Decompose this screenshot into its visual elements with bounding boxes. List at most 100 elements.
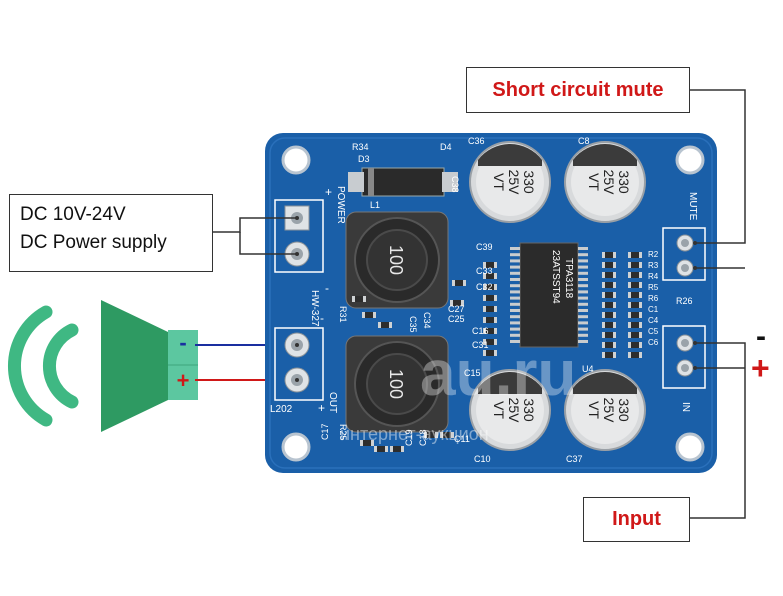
smd-part <box>602 252 616 258</box>
mounting-hole <box>675 432 705 462</box>
chip-pin <box>578 278 588 281</box>
smd-part <box>440 432 454 438</box>
smd-part <box>483 295 497 301</box>
chip-pin <box>510 259 520 263</box>
speaker-icon <box>101 300 198 432</box>
in-label: IN <box>680 402 691 412</box>
capacitor-marking-line: 25V <box>506 170 522 196</box>
capacitor-c8 <box>564 141 646 223</box>
r-label: C5 <box>648 327 659 336</box>
chip-pin <box>510 340 520 343</box>
r-label: R3 <box>648 261 659 270</box>
c19-label: C19 <box>404 429 414 446</box>
chip-pin <box>578 284 588 288</box>
chip-pin <box>510 278 520 281</box>
mute-label: MUTE <box>687 192 698 221</box>
smd-part <box>628 322 642 328</box>
capacitor-marking-line: 330 <box>616 170 632 194</box>
smd-part <box>628 262 642 268</box>
c32-label: C32 <box>476 282 493 292</box>
capacitor-marking-line: VT <box>586 173 602 191</box>
d3-label: D3 <box>358 154 370 164</box>
capacitor-marking-line: VT <box>586 401 602 419</box>
l2-label: L202 <box>270 404 293 415</box>
inductor-top-marking: 100 <box>386 245 406 275</box>
power-minus-label: - <box>325 281 329 295</box>
smd-part <box>374 446 388 452</box>
short-circuit-mute-text: Short circuit mute <box>492 79 664 101</box>
c27-label: C27 <box>448 304 465 314</box>
c38-label: C38 <box>450 176 460 193</box>
power-supply-callout: DC 10V-24V DC Power supply <box>9 194 213 272</box>
smd-part <box>483 306 497 312</box>
c36-label: C36 <box>468 136 485 146</box>
chip-pin <box>510 296 520 300</box>
r-label: R2 <box>648 250 659 259</box>
chip-pin <box>578 265 588 269</box>
capacitor-c10 <box>469 369 551 451</box>
mounting-hole <box>675 145 705 175</box>
chip-pin <box>510 309 520 312</box>
c17-label: C17 <box>320 423 330 440</box>
c31-label: C31 <box>472 340 489 350</box>
smd-part <box>362 312 376 318</box>
smd-part <box>602 322 616 328</box>
smd-part <box>483 339 497 345</box>
chip-pin <box>578 247 588 250</box>
c37-label: C37 <box>566 454 583 464</box>
smd-part <box>452 280 466 286</box>
input-plus-sign: + <box>751 350 770 386</box>
u4-label: U4 <box>582 364 594 374</box>
chip-pin <box>578 290 588 294</box>
chip-pin <box>578 271 588 275</box>
power-supply-line2: DC Power supply <box>20 232 167 253</box>
chip-pin <box>578 333 588 337</box>
model-label: HW-327 <box>309 290 320 327</box>
chip-pin <box>578 315 588 319</box>
speaker-minus-sign: - <box>179 330 186 355</box>
smd-part <box>450 300 464 306</box>
capacitor-marking-line: 330 <box>616 398 632 422</box>
power-plus-label: + <box>325 185 332 199</box>
c10-label: C10 <box>474 454 491 464</box>
input-text: Input <box>612 508 661 530</box>
smd-part <box>483 317 497 323</box>
smd-part <box>352 296 366 302</box>
smd-part <box>602 302 616 308</box>
chip-pin <box>578 253 588 257</box>
r25-label: R25 <box>338 424 348 441</box>
chip-pin <box>510 315 520 319</box>
smd-part <box>483 350 497 356</box>
callout-leaders <box>213 89 746 519</box>
l1-label: L1 <box>370 200 380 210</box>
c25-label: C25 <box>448 314 465 324</box>
chip-pin <box>510 290 520 294</box>
r-label: C4 <box>648 316 659 325</box>
smd-part <box>483 273 497 279</box>
smd-part <box>602 262 616 268</box>
chip-pin <box>510 253 520 257</box>
capacitor-marking-line: 25V <box>506 398 522 424</box>
c15-label: C15 <box>464 368 481 378</box>
smd-part <box>628 252 642 258</box>
inductor-top <box>345 211 449 309</box>
capacitor-marking-line: 25V <box>601 398 617 424</box>
input-header <box>662 325 706 389</box>
chip-line2: TPA3118 <box>563 258 574 299</box>
out-minus-label: - <box>320 311 324 325</box>
smd-part <box>483 262 497 268</box>
r-label: R5 <box>648 283 659 292</box>
smd-part <box>628 332 642 338</box>
capacitor-marking-line: 330 <box>521 170 537 194</box>
r31-label: R31 <box>338 306 348 323</box>
smd-part <box>628 342 642 348</box>
inductor-bottom-marking: 100 <box>386 369 406 399</box>
smd-part <box>483 328 497 334</box>
mute-header <box>662 227 706 281</box>
